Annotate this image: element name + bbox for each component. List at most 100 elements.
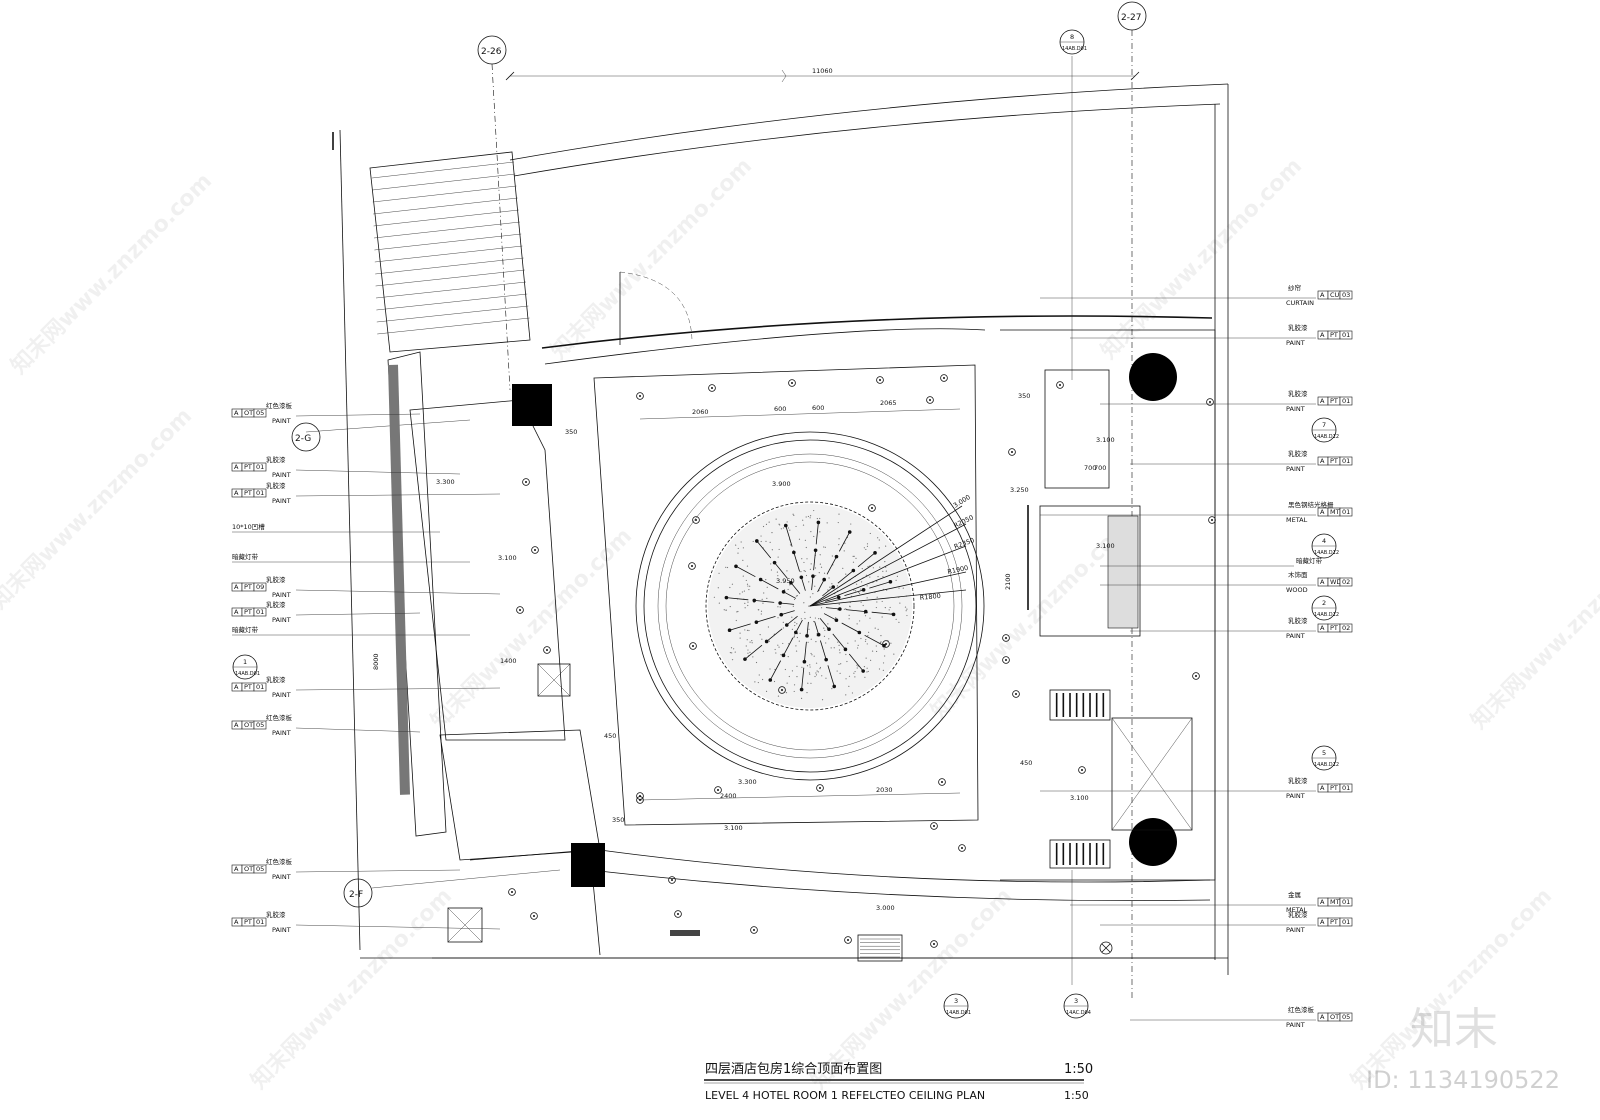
downlight-fixture [788, 379, 796, 387]
material-code-part: 03 [1342, 291, 1350, 299]
section-marker-num: 1 [243, 658, 247, 666]
material-code-part: A [1320, 624, 1325, 632]
watermark: 知末网www.znzmo.com [426, 523, 637, 734]
door-swing [619, 271, 693, 345]
dim-label: 450 [1020, 759, 1032, 767]
right-callout: 暗藏灯带 [1296, 556, 1323, 565]
callout-en: PAINT [1286, 632, 1305, 640]
material-code-part: A [234, 918, 239, 926]
dim-overall: 11060 [812, 67, 833, 75]
downlight-fixture [940, 374, 948, 382]
dim-label: 600 [774, 405, 786, 413]
grid-bubble-label: 2-G [295, 434, 311, 444]
downlight-fixture [958, 844, 966, 852]
callout-cn: 乳胶漆 [1288, 389, 1308, 398]
downlight-fixture [816, 784, 824, 792]
section-marker-num: 4 [1322, 537, 1326, 545]
dim-label: 700 [1084, 464, 1096, 472]
downlight-fixture [882, 640, 890, 648]
downlight-fixture [1002, 634, 1010, 642]
callout-cn: 红色漆板 [266, 857, 293, 866]
dim-label: 700 [1094, 464, 1106, 472]
drawing-title-cn: 四层酒店包房1综合顶面布置图 [705, 1061, 882, 1077]
callout-cn: 乳胶漆 [266, 910, 286, 919]
material-code-part: OT [244, 865, 253, 873]
callout-cn: 黑色钢结光格栅 [1288, 500, 1334, 509]
material-code-part: OT [244, 409, 253, 417]
level-label: 3.000 [876, 904, 895, 912]
callout-cn: 纱帘 [1288, 283, 1302, 292]
dim-label: 1400 [500, 657, 517, 665]
radius-label: R2050 [952, 513, 974, 529]
dim-label: 450 [604, 732, 616, 740]
grid-bubble-2-F: 2-F [343, 878, 373, 908]
downlight-fixture [674, 910, 682, 918]
grid-bubble-label: 2-F [349, 890, 363, 900]
material-code-part: 02 [1342, 624, 1350, 632]
downlight-fixture [692, 516, 700, 524]
dim-label: 2060 [692, 408, 709, 416]
dim-label: 8000 [372, 653, 380, 670]
radius-label: R2350 [953, 536, 976, 551]
material-code-part: A [1320, 1013, 1325, 1021]
material-code-part: A [234, 409, 239, 417]
material-code-part: A [1320, 508, 1325, 516]
material-code-part: 05 [256, 865, 264, 873]
brand-logo: 知末 [1410, 1004, 1498, 1055]
room-dimensions: 2060 600 600 2065 3.900 3.300 3.100 3.95… [372, 392, 1115, 912]
material-code-part: CU [1330, 291, 1340, 299]
material-code-part: 01 [1342, 784, 1350, 792]
callout-en: PAINT [1286, 405, 1305, 413]
watermark: 知末网www.znzmo.com [1466, 523, 1600, 734]
material-code-part: 01 [1342, 898, 1350, 906]
callout-en: METAL [1286, 906, 1308, 914]
material-code-part: A [234, 683, 239, 691]
dim-label: 600 [812, 404, 824, 412]
drawing-scale: 1:50 [1064, 1089, 1089, 1102]
level-label: 3.250 [1010, 486, 1029, 494]
grid-bubble-2-27: 2-27 [1117, 1, 1147, 31]
level-label: 3.900 [772, 480, 791, 488]
level-label: 3.300 [738, 778, 757, 786]
section-marker-ref: 14AB.D01 [1062, 46, 1087, 52]
material-code-part: PT [244, 683, 252, 691]
downlight-fixture [668, 876, 676, 884]
material-code-part: 09 [256, 583, 264, 591]
callout-cn: 乳胶漆 [266, 600, 286, 609]
downlight-fixture [750, 926, 758, 934]
section-marker-num: 3 [954, 997, 958, 1005]
watermark: 知末网www.znzmo.com [546, 153, 757, 364]
dim-label: 2400 [720, 792, 737, 800]
downlight-fixture [1002, 656, 1010, 664]
material-code-part: A [1320, 397, 1325, 405]
callout-en: PAINT [272, 497, 291, 505]
service-zone [1000, 329, 1216, 881]
downlight-fixture [930, 822, 938, 830]
circular-ceiling: 3.000 R2050 R2350 R1900 R1800 [635, 431, 985, 781]
callout-en: PAINT [272, 417, 291, 425]
callout-cn: 红色漆板 [1288, 1005, 1315, 1014]
downlight-fixture [531, 546, 539, 554]
material-code-part: A [234, 865, 239, 873]
material-code-part: A [234, 583, 239, 591]
downlight-fixture [1192, 672, 1200, 680]
watermark: 知末网www.znzmo.com [1096, 153, 1307, 364]
material-code-part: MT [1330, 898, 1340, 906]
title-block: 四层酒店包房1综合顶面布置图 1:50 LEVEL 4 HOTEL ROOM 1… [704, 1061, 1093, 1102]
watermark: 知末网www.znzmo.com [6, 168, 217, 379]
stair-louvre [369, 151, 531, 353]
